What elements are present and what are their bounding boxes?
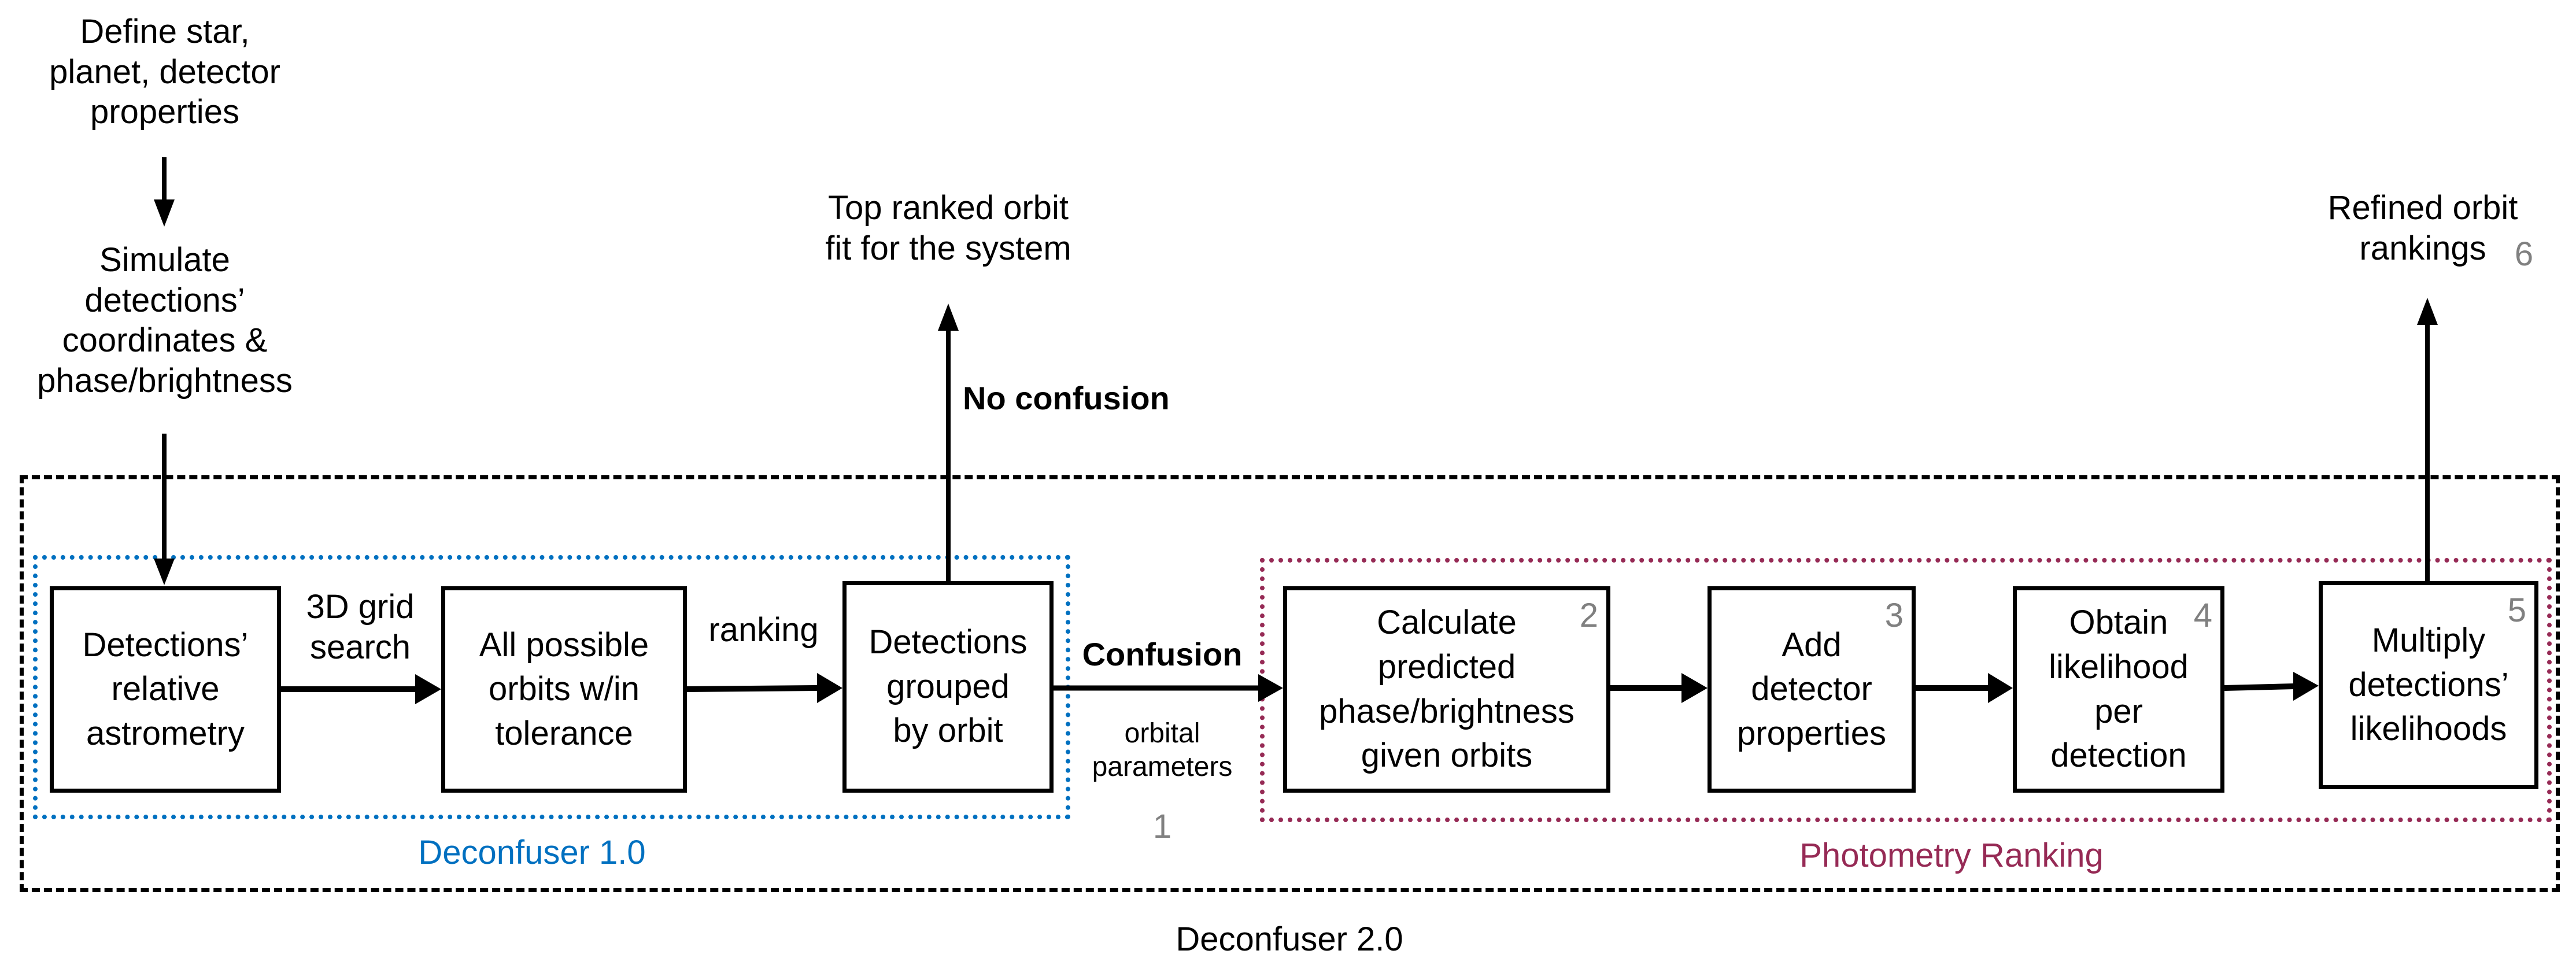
- box-possible-orbits: All possible orbits w/in tolerance: [441, 586, 687, 793]
- no-confusion-label: No confusion: [963, 380, 1170, 416]
- box-label: Multiply detections’ likelihoods: [2348, 622, 2509, 748]
- step-number-2: 2: [1579, 597, 1598, 634]
- edge-label-ranking: ranking: [708, 611, 819, 649]
- box-grouped-by-orbit: Detections grouped by orbit: [842, 581, 1054, 793]
- deconfuser-1-label: Deconfuser 1.0: [418, 834, 646, 871]
- deconfuser-2-container: [20, 475, 2560, 892]
- box-label: Detections’ relative astrometry: [82, 626, 249, 752]
- box-obtain-likelihood: Obtain likelihood per detection 4: [2013, 586, 2224, 793]
- step-number-3: 3: [1884, 597, 1904, 634]
- top-ranked-orbit-text: Top ranked orbit fit for the system: [825, 189, 1071, 267]
- box-label: Calculate predicted phase/brightness giv…: [1319, 604, 1575, 775]
- deconfuser-2-label: Deconfuser 2.0: [1176, 920, 1403, 958]
- box-calculate-predicted: Calculate predicted phase/brightness giv…: [1283, 586, 1610, 793]
- step-number-1: 1: [1152, 808, 1172, 845]
- define-properties-text: Define star, planet, detector properties: [49, 13, 280, 131]
- box-add-detector-properties: Add detector properties 3: [1708, 586, 1916, 793]
- photometry-ranking-label: Photometry Ranking: [1799, 837, 2104, 874]
- simulate-detections-text: Simulate detections’ coordinates & phase…: [37, 241, 293, 400]
- step-number-5: 5: [2507, 591, 2526, 629]
- box-label: Detections grouped by orbit: [868, 623, 1028, 750]
- confusion-label: Confusion: [1082, 636, 1243, 672]
- box-relative-astrometry: Detections’ relative astrometry: [50, 586, 281, 793]
- box-multiply-likelihoods: Multiply detections’ likelihoods 5: [2319, 581, 2538, 789]
- step-number-4: 4: [2193, 597, 2212, 634]
- step-number-6: 6: [2514, 235, 2534, 273]
- refined-orbit-rankings-text: Refined orbit rankings: [2327, 189, 2518, 267]
- box-label: Add detector properties: [1737, 626, 1886, 752]
- orbital-parameters-label: orbital parameters: [1092, 718, 1233, 782]
- box-label: All possible orbits w/in tolerance: [479, 626, 649, 752]
- edge-label-3d-grid-search: 3D grid search: [306, 588, 415, 666]
- box-label: Obtain likelihood per detection: [2049, 604, 2189, 775]
